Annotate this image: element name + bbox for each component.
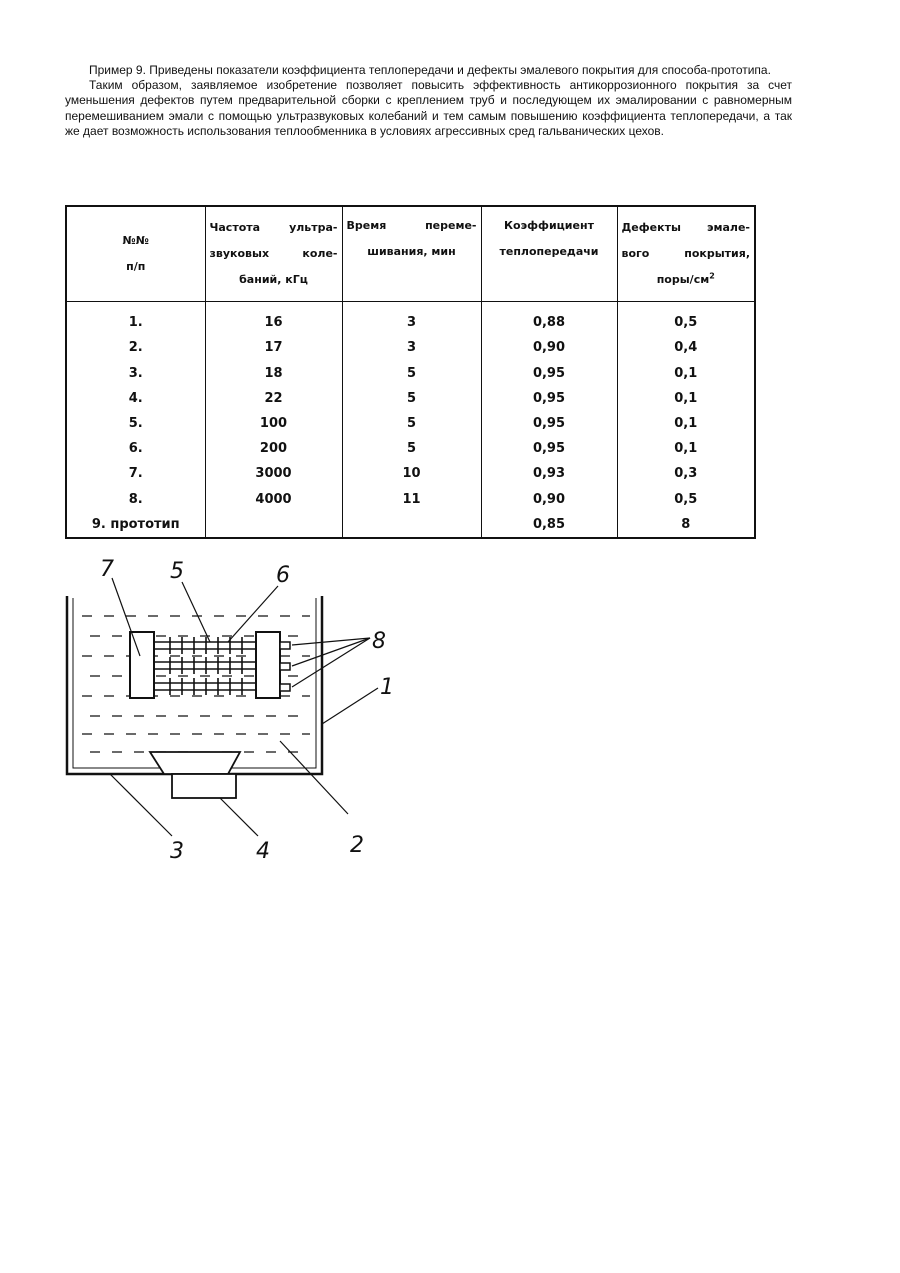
cell-frequency: 18 — [205, 360, 342, 385]
cell-coefficient: 0,95 — [481, 386, 617, 411]
cell-number: 6. — [66, 436, 205, 461]
table-row: 8. 4000 11 0,90 0,5 — [66, 487, 755, 512]
label-8: 8 — [372, 629, 386, 654]
header-defects: Дефекты эмале- вого покрытия, поры/см2 — [617, 206, 755, 302]
body-text: Пример 9. Приведены показатели коэффицие… — [65, 63, 792, 139]
cell-defects: 0,5 — [617, 487, 755, 512]
cell-time — [342, 512, 481, 538]
cell-frequency: 16 — [205, 302, 342, 336]
cell-time: 11 — [342, 487, 481, 512]
cell-number: 5. — [66, 411, 205, 436]
leader-lines — [110, 578, 378, 836]
cell-coefficient: 0,93 — [481, 461, 617, 486]
cell-number: 4. — [66, 386, 205, 411]
label-1: 1 — [380, 675, 394, 700]
cell-frequency: 17 — [205, 335, 342, 360]
cell-time: 5 — [342, 436, 481, 461]
cell-frequency: 200 — [205, 436, 342, 461]
cell-defects: 0,5 — [617, 302, 755, 336]
cell-time: 5 — [342, 411, 481, 436]
table-row: 6. 200 5 0,95 0,1 — [66, 436, 755, 461]
cell-time: 3 — [342, 302, 481, 336]
ultrasonic-horn — [150, 752, 240, 774]
outlet-nozzles — [280, 642, 290, 691]
paragraph-example-9: Пример 9. Приведены показатели коэффицие… — [65, 63, 792, 78]
label-6: 6 — [276, 563, 290, 588]
collector-left — [130, 632, 154, 698]
cell-number: 1. — [66, 302, 205, 336]
cell-frequency: 100 — [205, 411, 342, 436]
cell-coefficient: 0,95 — [481, 411, 617, 436]
cell-defects: 0,4 — [617, 335, 755, 360]
cell-time: 3 — [342, 335, 481, 360]
results-table: №№ п/п Частота ультра- звуковых коле- ба… — [65, 205, 756, 539]
ultrasonic-generator — [172, 774, 236, 798]
table-row: 7. 3000 10 0,93 0,3 — [66, 461, 755, 486]
label-2: 2 — [350, 833, 364, 858]
cell-frequency: 22 — [205, 386, 342, 411]
cell-frequency: 3000 — [205, 461, 342, 486]
cell-defects: 8 — [617, 512, 755, 538]
cell-defects: 0,1 — [617, 411, 755, 436]
header-frequency: Частота ультра- звуковых коле- баний, кГ… — [205, 206, 342, 302]
header-number: №№ п/п — [66, 206, 205, 302]
table-row: 1. 16 3 0,88 0,5 — [66, 302, 755, 336]
apparatus-figure: 7 5 6 8 1 2 3 4 — [60, 556, 400, 866]
header-coefficient: Коэффициент теплопередачи — [481, 206, 617, 302]
cell-coefficient: 0,90 — [481, 335, 617, 360]
table-header-row: №№ п/п Частота ультра- звуковых коле- ба… — [66, 206, 755, 302]
label-4: 4 — [256, 839, 270, 864]
cell-coefficient: 0,85 — [481, 512, 617, 538]
header-mixing-time: Время переме- шивания, мин — [342, 206, 481, 302]
cell-time: 5 — [342, 386, 481, 411]
cell-number: 7. — [66, 461, 205, 486]
cell-coefficient: 0,95 — [481, 360, 617, 385]
cell-frequency — [205, 512, 342, 538]
cell-number: 3. — [66, 360, 205, 385]
table-row: 5. 100 5 0,95 0,1 — [66, 411, 755, 436]
cell-coefficient: 0,90 — [481, 487, 617, 512]
label-5: 5 — [170, 559, 184, 584]
cell-coefficient: 0,88 — [481, 302, 617, 336]
cell-number: 8. — [66, 487, 205, 512]
table-row: 3. 18 5 0,95 0,1 — [66, 360, 755, 385]
cell-defects: 0,1 — [617, 360, 755, 385]
table-row: 4. 22 5 0,95 0,1 — [66, 386, 755, 411]
paragraph-conclusion: Таким образом, заявляемое изобретение по… — [65, 78, 792, 139]
cell-number: 9. прототип — [66, 512, 205, 538]
label-3: 3 — [170, 839, 184, 864]
collector-right — [256, 632, 280, 698]
tube-fins — [170, 637, 242, 695]
cell-frequency: 4000 — [205, 487, 342, 512]
cell-time: 10 — [342, 461, 481, 486]
cell-time: 5 — [342, 360, 481, 385]
label-7: 7 — [100, 557, 114, 582]
cell-defects: 0,3 — [617, 461, 755, 486]
cell-number: 2. — [66, 335, 205, 360]
cell-defects: 0,1 — [617, 386, 755, 411]
cell-defects: 0,1 — [617, 436, 755, 461]
cell-coefficient: 0,95 — [481, 436, 617, 461]
table-row: 2. 17 3 0,90 0,4 — [66, 335, 755, 360]
table-row: 9. прототип 0,85 8 — [66, 512, 755, 538]
